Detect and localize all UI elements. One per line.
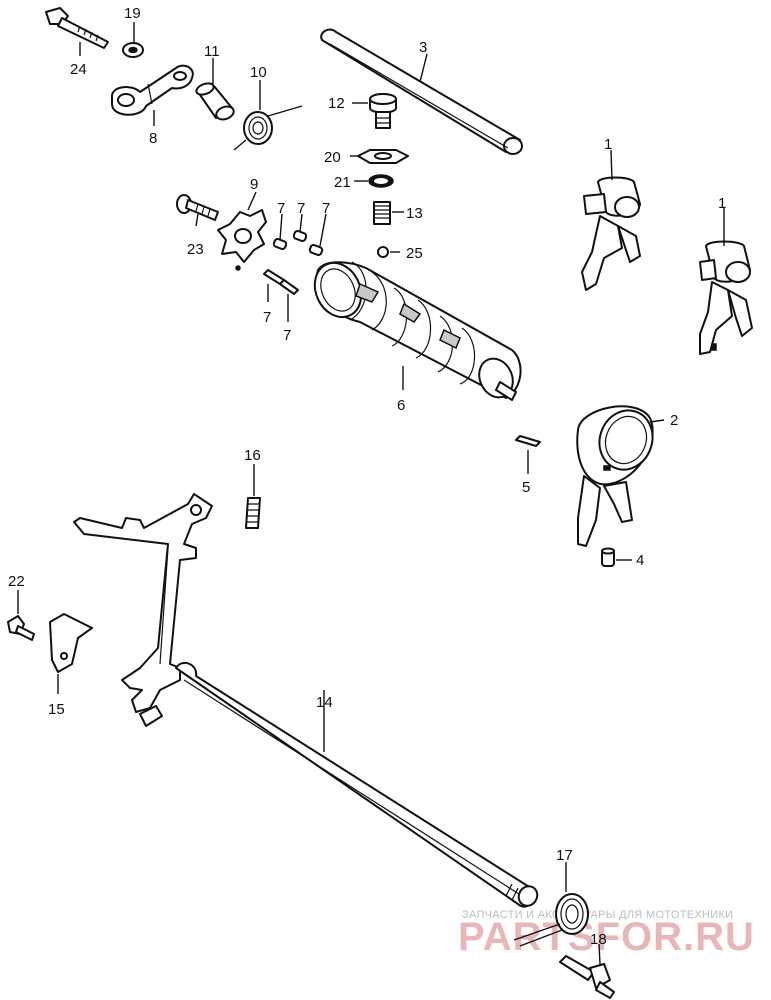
callout-19: 19 [124,5,141,22]
callout-22: 22 [8,573,25,590]
part-7-pins [263,230,324,295]
callout-16: 16 [244,447,261,464]
callout-6: 6 [397,397,405,414]
callout-20: 20 [324,149,341,166]
part-18-bolt [559,955,615,999]
callout-3: 3 [419,39,427,56]
callout-7-d: 7 [263,309,271,326]
watermark-tagline: ЗАПЧАСТИ И АКСЕССУАРЫ ДЛЯ МОТОТЕХНИКИ [462,909,733,921]
callout-15: 15 [48,701,65,718]
part-9-star-plate [217,209,267,271]
part-21-oring [368,174,394,188]
callout-23: 23 [187,241,204,258]
callout-7-b: 7 [297,200,305,217]
callout-10: 10 [250,64,267,81]
part-5-clip [515,435,541,447]
callout-13: 13 [406,205,423,222]
callout-11: 11 [204,43,220,60]
part-4-pin [601,547,615,567]
callout-7-a: 7 [277,200,285,217]
part-15-plate [49,613,93,673]
callout-12: 12 [328,95,345,112]
part-22-bolt [7,615,35,641]
callout-4: 4 [636,552,644,569]
callout-7-c: 7 [322,200,330,217]
callout-25: 25 [406,245,423,262]
part-1-shift-fork-upper [581,176,641,291]
part-20-gasket [357,149,409,164]
part-16-spring [245,497,261,529]
watermark: ЗАПЧАСТИ И АКСЕССУАРЫ ДЛЯ МОТОТЕХНИКИ PA… [458,909,755,959]
callout-7-e: 7 [283,327,291,344]
callout-2: 2 [670,412,678,429]
callout-21: 21 [334,174,351,191]
callout-labels: 1 1 2 3 4 5 6 7 7 7 7 7 8 9 10 11 12 13 … [8,5,726,948]
part-23-bolt [176,194,219,221]
callout-14: 14 [316,694,333,711]
part-17-spring [513,893,589,947]
part-14-shift-spindle [73,493,539,908]
part-10-spring [233,105,303,151]
callout-1-right: 1 [718,195,726,212]
part-13-spring [373,201,391,225]
callout-17: 17 [556,847,573,864]
callout-1-upper: 1 [604,136,612,153]
part-11-collar [195,82,235,121]
part-24-bolt [45,7,109,49]
callout-8: 8 [149,130,157,147]
leader-lines [17,22,725,965]
callout-5: 5 [522,479,530,496]
watermark-site: PARTSFOR.RU [458,915,755,959]
part-6-shift-drum [313,261,522,401]
part-3-shaft [320,28,523,155]
part-19-washer [122,42,144,58]
part-12-bolt [369,93,397,129]
part-2-shift-fork [576,405,654,547]
part-1-shift-fork-right [699,240,753,355]
part-25-ball [377,246,389,258]
callout-18: 18 [590,931,607,948]
callout-9: 9 [250,176,258,193]
part-8-plate [111,64,194,116]
callout-24: 24 [70,61,87,78]
